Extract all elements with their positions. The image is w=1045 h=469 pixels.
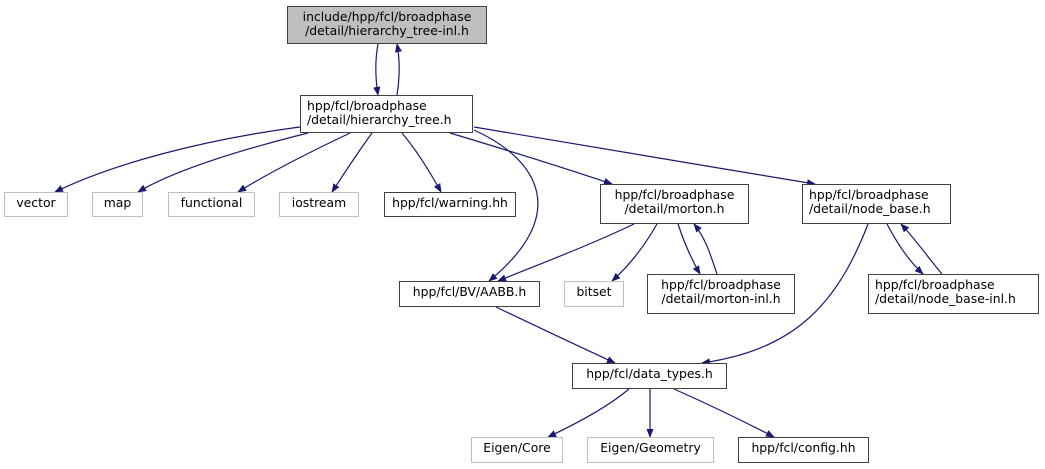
node-hierarchy-tree[interactable]: hpp/fcl/broadphase /detail/hierarchy_tre… xyxy=(300,95,473,133)
node-morton-inl[interactable]: hpp/fcl/broadphase /detail/morton-inl.h xyxy=(647,274,795,314)
edge-data-types-to-eigen-core xyxy=(547,388,630,438)
node-node-base[interactable]: hpp/fcl/broadphase /detail/node_base.h xyxy=(802,184,951,224)
edge-morton-to-aabb xyxy=(497,223,635,282)
node-bitset: bitset xyxy=(564,281,624,307)
node-morton[interactable]: hpp/fcl/broadphase /detail/morton.h xyxy=(600,184,749,224)
edge-hierarchy-tree-to-vector xyxy=(54,126,301,193)
edge-hierarchy-tree-to-map xyxy=(137,132,309,193)
edge-hierarchy-tree-to-node-base xyxy=(473,126,816,187)
edge-morton-inl-to-morton xyxy=(693,223,718,275)
node-config[interactable]: hpp/fcl/config.hh xyxy=(738,437,869,463)
node-root-hierarchy-tree-inl: include/hpp/fcl/broadphase /detail/hiera… xyxy=(287,6,487,44)
edge-morton-to-bitset xyxy=(611,223,658,282)
node-data-types[interactable]: hpp/fcl/data_types.h xyxy=(572,363,727,389)
edge-hierarchy-tree-to-morton xyxy=(449,132,613,185)
edge-node-base-inl-to-node-base xyxy=(900,223,943,275)
edge-aabb-to-data-types xyxy=(495,306,616,364)
edge-hierarchy-tree-to-root xyxy=(394,43,403,96)
node-node-base-inl[interactable]: hpp/fcl/broadphase /detail/node_base-inl… xyxy=(868,274,1039,314)
edge-node-base-to-node-base-inl xyxy=(886,223,924,275)
edge-hierarchy-tree-to-aabb xyxy=(473,129,539,282)
node-aabb[interactable]: hpp/fcl/BV/AABB.h xyxy=(399,281,540,307)
node-eigen-geometry: Eigen/Geometry xyxy=(587,437,714,463)
node-vector: vector xyxy=(4,192,68,217)
edge-root-to-hierarchy-tree xyxy=(373,43,381,96)
edge-data-types-to-config xyxy=(673,388,775,438)
edge-morton-to-morton-inl xyxy=(677,223,701,275)
node-warning[interactable]: hpp/fcl/warning.hh xyxy=(384,192,516,217)
node-map: map xyxy=(92,192,143,217)
edge-node-base-to-data-types xyxy=(701,223,869,366)
edge-hierarchy-tree-to-warning xyxy=(401,132,442,193)
edge-hierarchy-tree-to-iostream xyxy=(331,132,373,193)
node-eigen-core: Eigen/Core xyxy=(471,437,563,463)
edge-hierarchy-tree-to-functional xyxy=(237,132,351,193)
node-iostream: iostream xyxy=(279,192,359,217)
node-functional: functional xyxy=(168,192,255,217)
